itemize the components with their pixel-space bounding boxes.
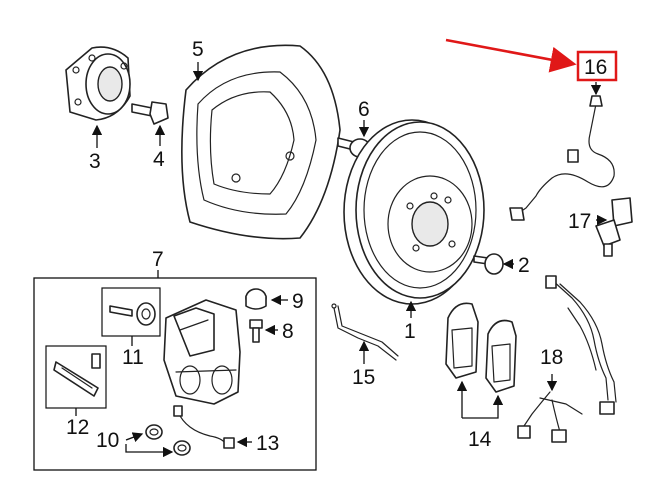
caliper-kit-box xyxy=(33,277,317,471)
callout-18: 18 xyxy=(540,346,563,369)
callout-16: 16 xyxy=(584,56,607,79)
callout-14: 14 xyxy=(468,428,492,451)
callout-4: 4 xyxy=(153,148,165,171)
brake-pads[interactable] xyxy=(445,302,517,393)
caliper-seals[interactable] xyxy=(145,424,191,456)
callout-13: 13 xyxy=(256,432,279,455)
callout-3: 3 xyxy=(89,150,101,173)
highlight-arrow xyxy=(445,38,577,73)
bleeder-cap[interactable] xyxy=(245,288,267,310)
callout-17: 17 xyxy=(568,210,591,233)
callout-5: 5 xyxy=(192,38,204,61)
brake-hose[interactable] xyxy=(173,405,235,449)
callout-6: 6 xyxy=(358,98,370,121)
bolt-kit-inset xyxy=(101,287,161,337)
brake-rotor[interactable] xyxy=(343,119,485,305)
brake-caliper[interactable] xyxy=(163,299,241,405)
wear-sensor-bracket[interactable] xyxy=(331,303,399,361)
callout-15: 15 xyxy=(352,366,375,389)
wheel-hub[interactable] xyxy=(65,46,131,121)
leader-10a xyxy=(125,432,144,443)
brake-wear-sensor[interactable] xyxy=(595,197,633,257)
callout-10: 10 xyxy=(96,429,119,452)
callout-1: 1 xyxy=(404,320,416,343)
callout-12: 12 xyxy=(66,416,89,439)
callout-7: 7 xyxy=(152,248,164,271)
callout-9: 9 xyxy=(292,290,304,313)
leader-14b xyxy=(462,394,504,419)
sensor-harness[interactable] xyxy=(517,275,617,443)
guide-pin-bolt-kit[interactable] xyxy=(109,302,156,326)
hub-bolt[interactable] xyxy=(131,101,169,125)
abs-wheel-speed-sensor[interactable] xyxy=(509,95,615,221)
highlight-box-16 xyxy=(576,50,618,82)
brake-dust-shield[interactable] xyxy=(181,44,341,240)
leader-10b xyxy=(125,444,174,458)
callout-11: 11 xyxy=(122,346,144,369)
callout-2: 2 xyxy=(518,254,530,277)
callout-8: 8 xyxy=(282,320,294,343)
pad-clip-kit[interactable] xyxy=(53,353,101,397)
bleeder-screw[interactable] xyxy=(249,319,263,343)
caliper-bolt[interactable] xyxy=(473,253,504,275)
